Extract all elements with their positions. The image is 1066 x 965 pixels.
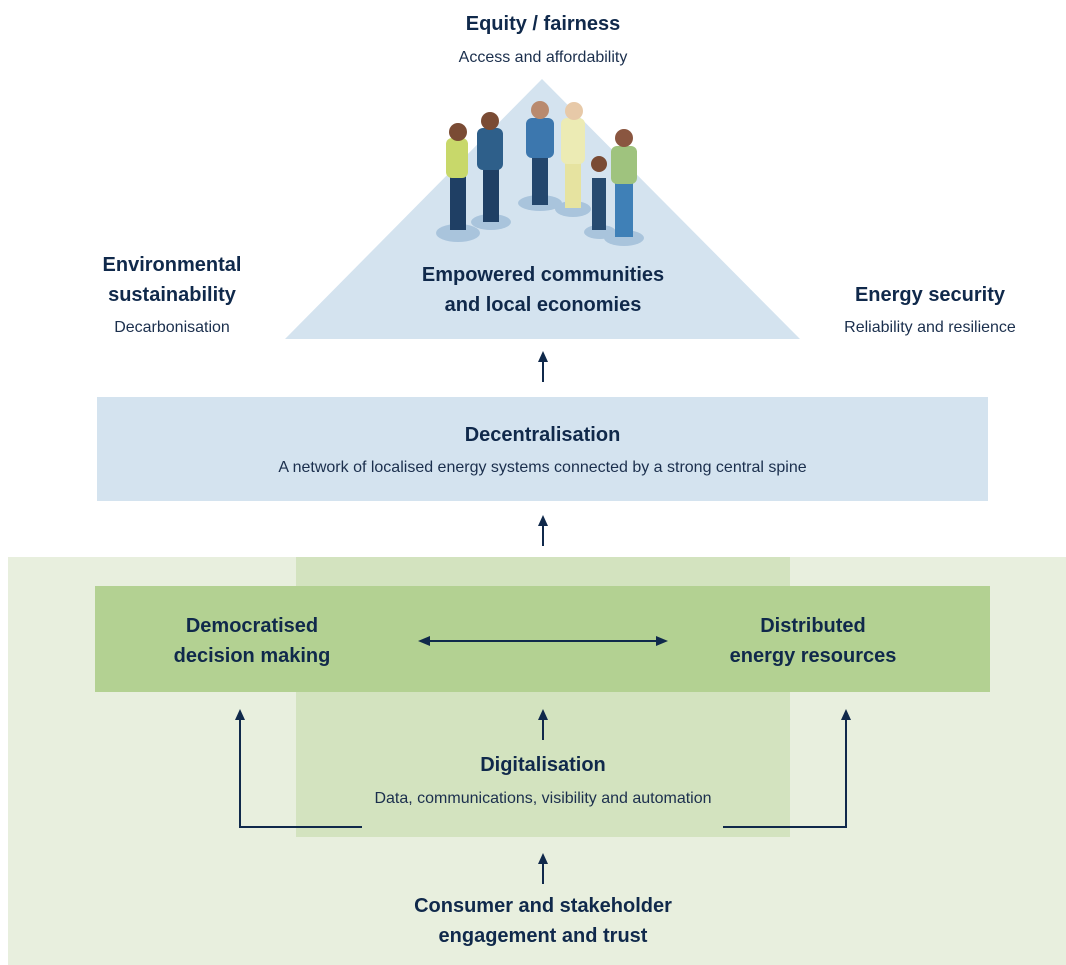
decentralisation-box xyxy=(97,397,988,501)
arrow-to-triangle-head xyxy=(538,351,548,362)
consumer-label-line1: Consumer and stakeholder xyxy=(414,895,672,917)
environmental-title-line1: Environmental xyxy=(102,254,242,276)
arrow-to-digitalisation-head xyxy=(538,853,548,864)
arrow-to-decentralisation-head xyxy=(538,515,548,526)
distributed-label-line2: energy resources xyxy=(729,645,897,667)
environmental-title-line2: sustainability xyxy=(108,284,236,306)
triangle-label-line1: Empowered communities xyxy=(421,264,665,286)
left-elbow-head xyxy=(235,709,245,720)
democratised-label-line1: Democratised xyxy=(185,615,319,637)
environmental-subtitle: Decarbonisation xyxy=(114,319,230,336)
right-elbow-head xyxy=(841,709,851,720)
energy-security-subtitle: Reliability and resilience xyxy=(844,319,1016,336)
equity-title: Equity / fairness xyxy=(465,13,621,35)
equity-subtitle: Access and affordability xyxy=(458,49,628,66)
community-people-illustration xyxy=(436,101,644,246)
democratised-label-line2: decision making xyxy=(173,645,331,667)
left-elbow-connector xyxy=(239,718,362,828)
decentralisation-subtitle: A network of localised energy systems co… xyxy=(278,459,807,476)
digitalisation-subtitle: Data, communications, visibility and aut… xyxy=(374,790,712,807)
distributed-label-line1: Distributed xyxy=(760,615,866,637)
double-arrow-right-head xyxy=(656,636,668,646)
right-elbow-connector xyxy=(723,718,847,828)
decentralisation-title: Decentralisation xyxy=(464,424,621,446)
triangle-label-line2: and local economies xyxy=(444,294,642,316)
energy-security-title: Energy security xyxy=(854,284,1006,306)
double-arrow-left-head xyxy=(418,636,430,646)
digitalisation-title: Digitalisation xyxy=(480,754,606,776)
arrow-to-green-band-head xyxy=(538,709,548,720)
consumer-label-line2: engagement and trust xyxy=(438,925,648,947)
green-band xyxy=(95,586,990,692)
